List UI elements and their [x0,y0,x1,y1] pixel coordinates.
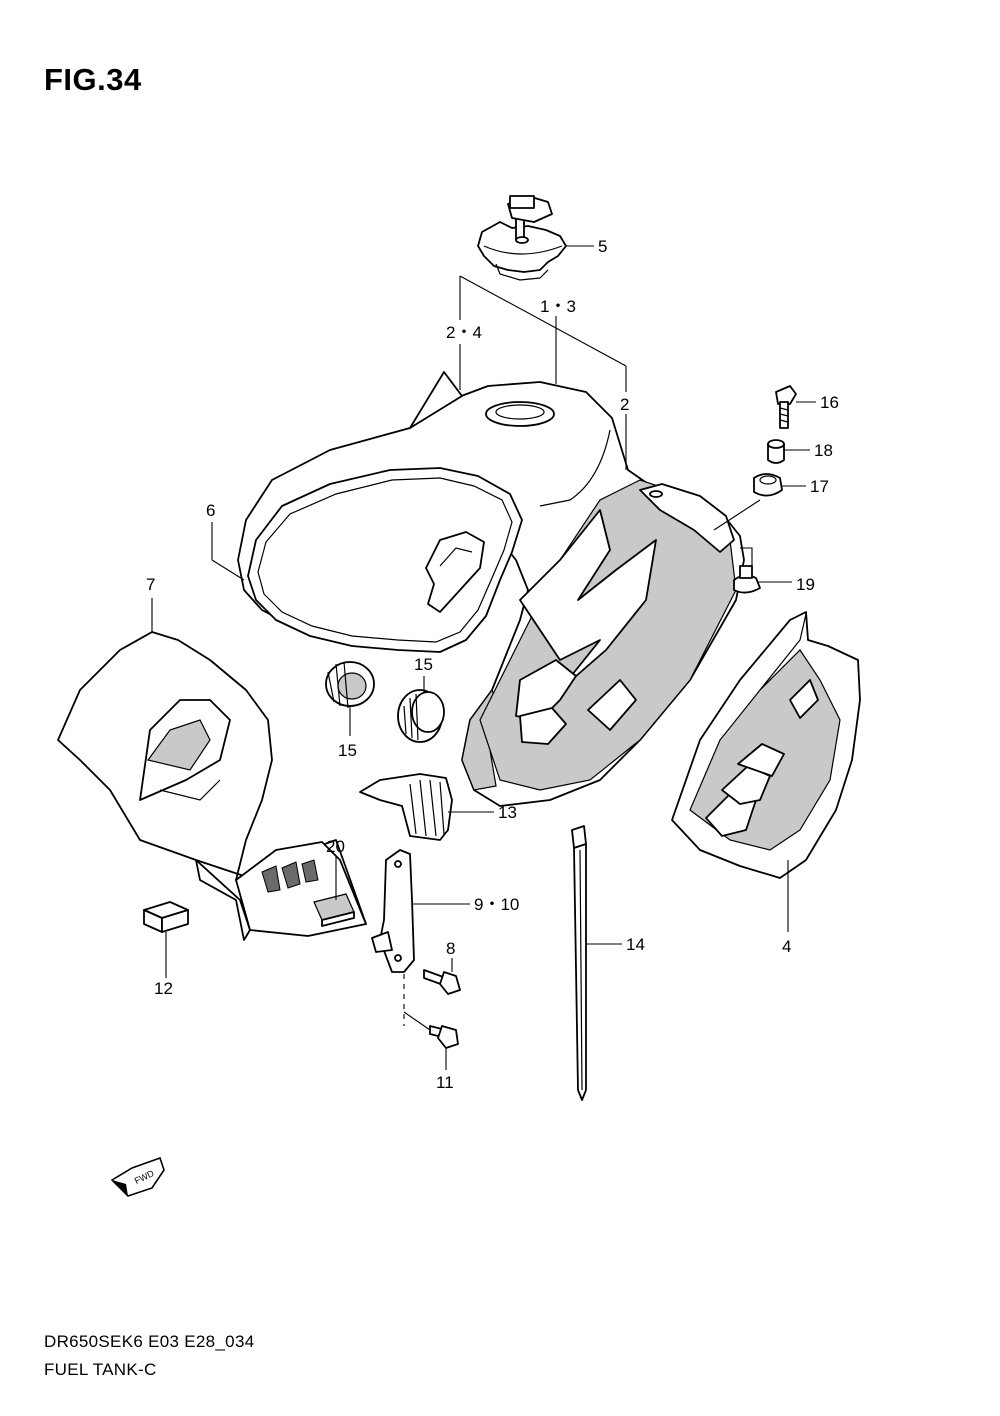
callout-13: 13 [498,803,517,822]
cushion-15-b[interactable] [397,689,445,743]
fuel-tank[interactable] [237,371,745,807]
block-12[interactable] [143,901,189,933]
diagram-name: FUEL TANK-C [44,1360,157,1379]
callout-11: 11 [436,1073,454,1092]
callout-20: 20 [326,837,345,856]
cable-tie-14[interactable] [571,825,587,1101]
callout-8: 8 [446,939,455,958]
forward-arrow-icon: FWD [110,1156,165,1197]
diagram-code: DR650SEK6 E03 E28_034 [44,1332,255,1351]
callout-14: 14 [626,935,645,954]
cushion-15-a[interactable] [325,661,375,709]
bracket-9-10[interactable] [371,849,415,973]
callout-6: 6 [206,501,215,520]
cushion-17[interactable] [753,473,783,497]
callout-9-10: 9・10 [474,895,519,914]
callout-12: 12 [154,979,173,998]
callout-2: 2 [620,395,629,414]
figure-title: FIG.34 [44,62,142,97]
callout-19: 19 [796,575,815,594]
callout-5: 5 [598,237,607,256]
callout-18: 18 [814,441,833,460]
rubber-pad-20[interactable] [313,893,355,927]
side-cover-4[interactable] [671,611,861,879]
fuel-cap[interactable] [477,195,567,281]
callout-16: 16 [820,393,839,412]
leader-lines [151,245,816,1070]
callout-7: 7 [146,575,155,594]
bolt-8[interactable] [423,969,461,995]
callout-17: 17 [810,477,829,496]
callout-15b: 15 [414,655,433,674]
callout-2-4: 2・4 [446,323,482,342]
tank-cover-7[interactable] [57,631,367,941]
grommet-19[interactable] [733,565,761,594]
spacer-18[interactable] [767,439,785,464]
rubber-13[interactable] [359,773,453,841]
callout-4: 4 [782,937,791,956]
bolt-16[interactable] [775,385,797,429]
callout-15a: 15 [338,741,357,760]
callout-1-3: 1・3 [540,297,576,316]
callout-labels: 5 1・3 2・4 2 16 18 17 6 19 7 15 15 13 20 … [146,237,839,1092]
bolt-11[interactable] [429,1025,459,1049]
